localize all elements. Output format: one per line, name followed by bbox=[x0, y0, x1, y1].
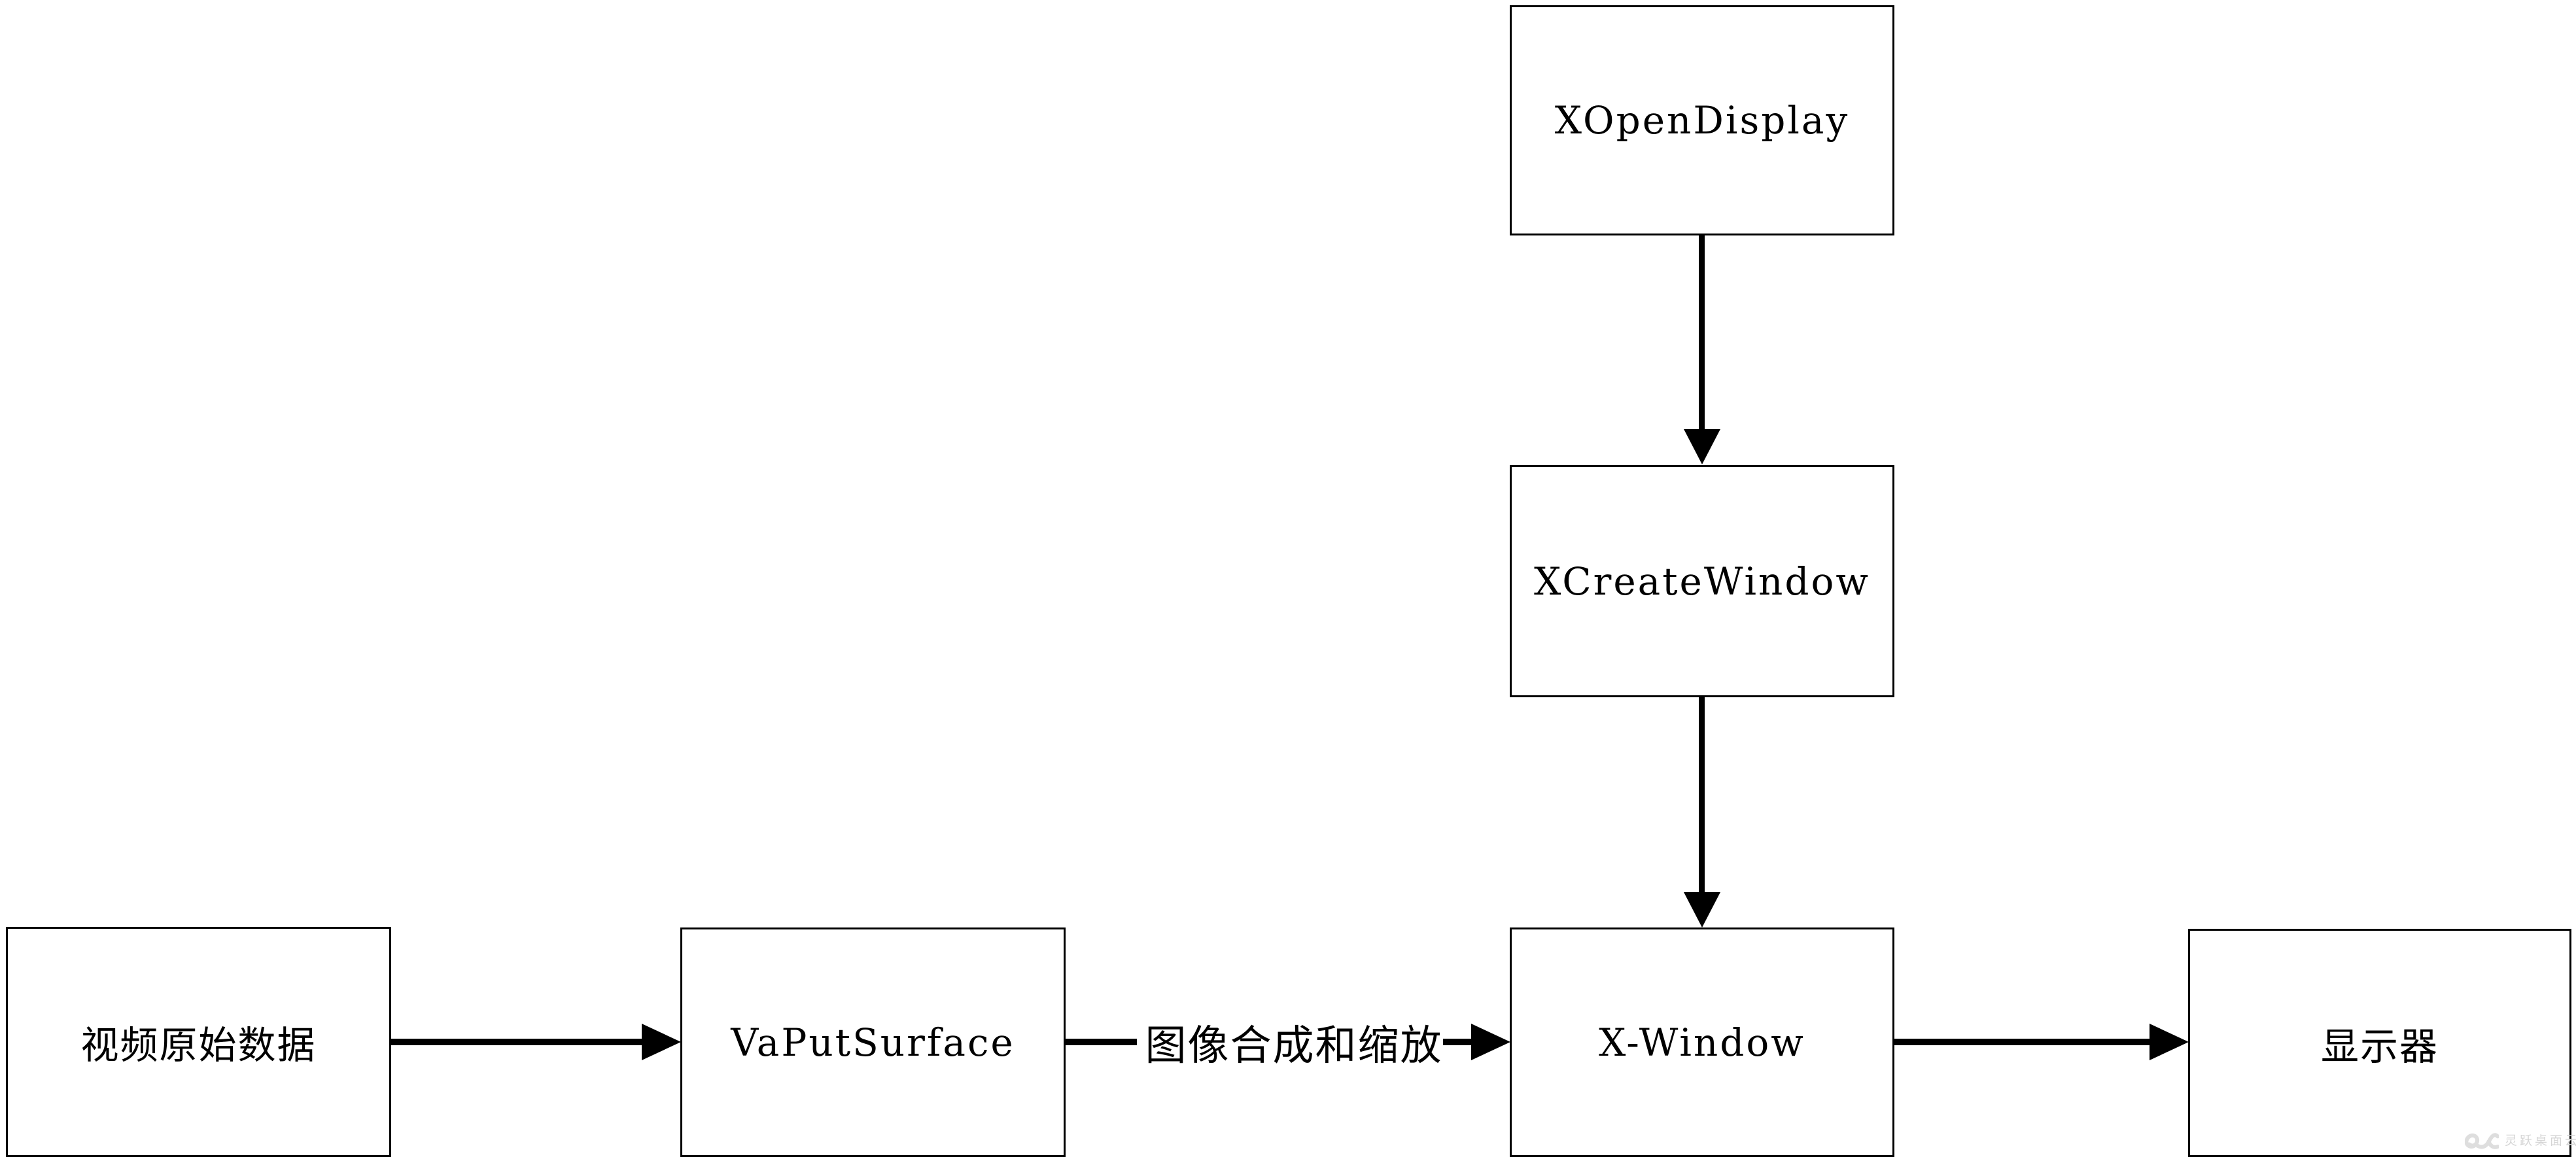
watermark-text: 灵跃桌面云 bbox=[2505, 1133, 2576, 1148]
edge-label-image-compose-scale: 图像合成和缩放 bbox=[1137, 1015, 1451, 1069]
arrowhead-down-icon bbox=[1684, 892, 1720, 927]
node-xcreatewindow: XCreateWindow bbox=[1510, 465, 1894, 697]
edge-videoraw-vaputsurface-line bbox=[391, 1039, 643, 1045]
arrowhead-down-icon bbox=[1684, 429, 1720, 464]
node-xcreatewindow-label: XCreateWindow bbox=[1533, 559, 1871, 604]
node-monitor-label: 显示器 bbox=[2320, 1024, 2439, 1069]
edge-vaputsurface-xwindow-line-right bbox=[1443, 1039, 1472, 1045]
edge-xwindow-monitor-line bbox=[1894, 1039, 2151, 1045]
node-vaputsurface: VaPutSurface bbox=[680, 927, 1066, 1157]
edge-xopendisplay-xcreatewindow-line bbox=[1699, 235, 1705, 430]
arrowhead-right-icon bbox=[642, 1024, 681, 1060]
edge-vaputsurface-xwindow-line-left bbox=[1066, 1039, 1141, 1045]
swoosh-logo-icon bbox=[2464, 1125, 2500, 1154]
node-video-raw-data-label: 视频原始数据 bbox=[80, 1023, 317, 1067]
node-xopendisplay-label: XOpenDisplay bbox=[1554, 98, 1850, 143]
node-xwindow-label: X-Window bbox=[1599, 1020, 1805, 1065]
edge-xcreatewindow-xwindow-line bbox=[1699, 697, 1705, 893]
arrowhead-right-icon bbox=[1471, 1024, 1510, 1060]
node-video-raw-data: 视频原始数据 bbox=[6, 927, 391, 1157]
node-xopendisplay: XOpenDisplay bbox=[1510, 5, 1894, 235]
node-monitor: 显示器 bbox=[2188, 929, 2571, 1157]
watermark: 灵跃桌面云 bbox=[2464, 1125, 2576, 1154]
node-vaputsurface-label: VaPutSurface bbox=[731, 1020, 1015, 1065]
node-xwindow: X-Window bbox=[1510, 927, 1894, 1157]
arrowhead-right-icon bbox=[2150, 1024, 2189, 1060]
